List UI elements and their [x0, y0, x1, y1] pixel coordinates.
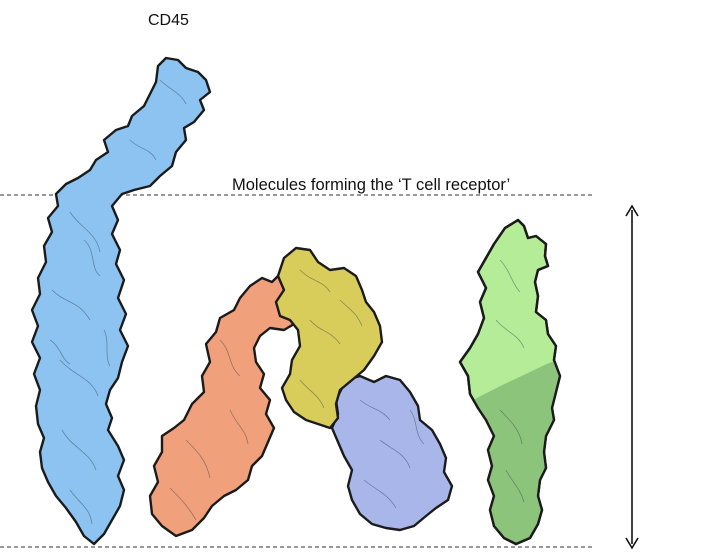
green-molecule [458, 218, 562, 546]
height-arrow-bottom-head [625, 537, 639, 550]
lavender-molecule [330, 374, 454, 532]
cd45-label: CD45 [148, 12, 189, 29]
cd45-molecule [30, 56, 212, 546]
height-arrow-top-head [625, 204, 639, 217]
orange-molecule [148, 274, 302, 538]
dark-green-region [460, 356, 560, 544]
tcr-label: Molecules forming the ‘T cell receptor’ [232, 176, 511, 194]
yellow-molecule [274, 246, 384, 430]
